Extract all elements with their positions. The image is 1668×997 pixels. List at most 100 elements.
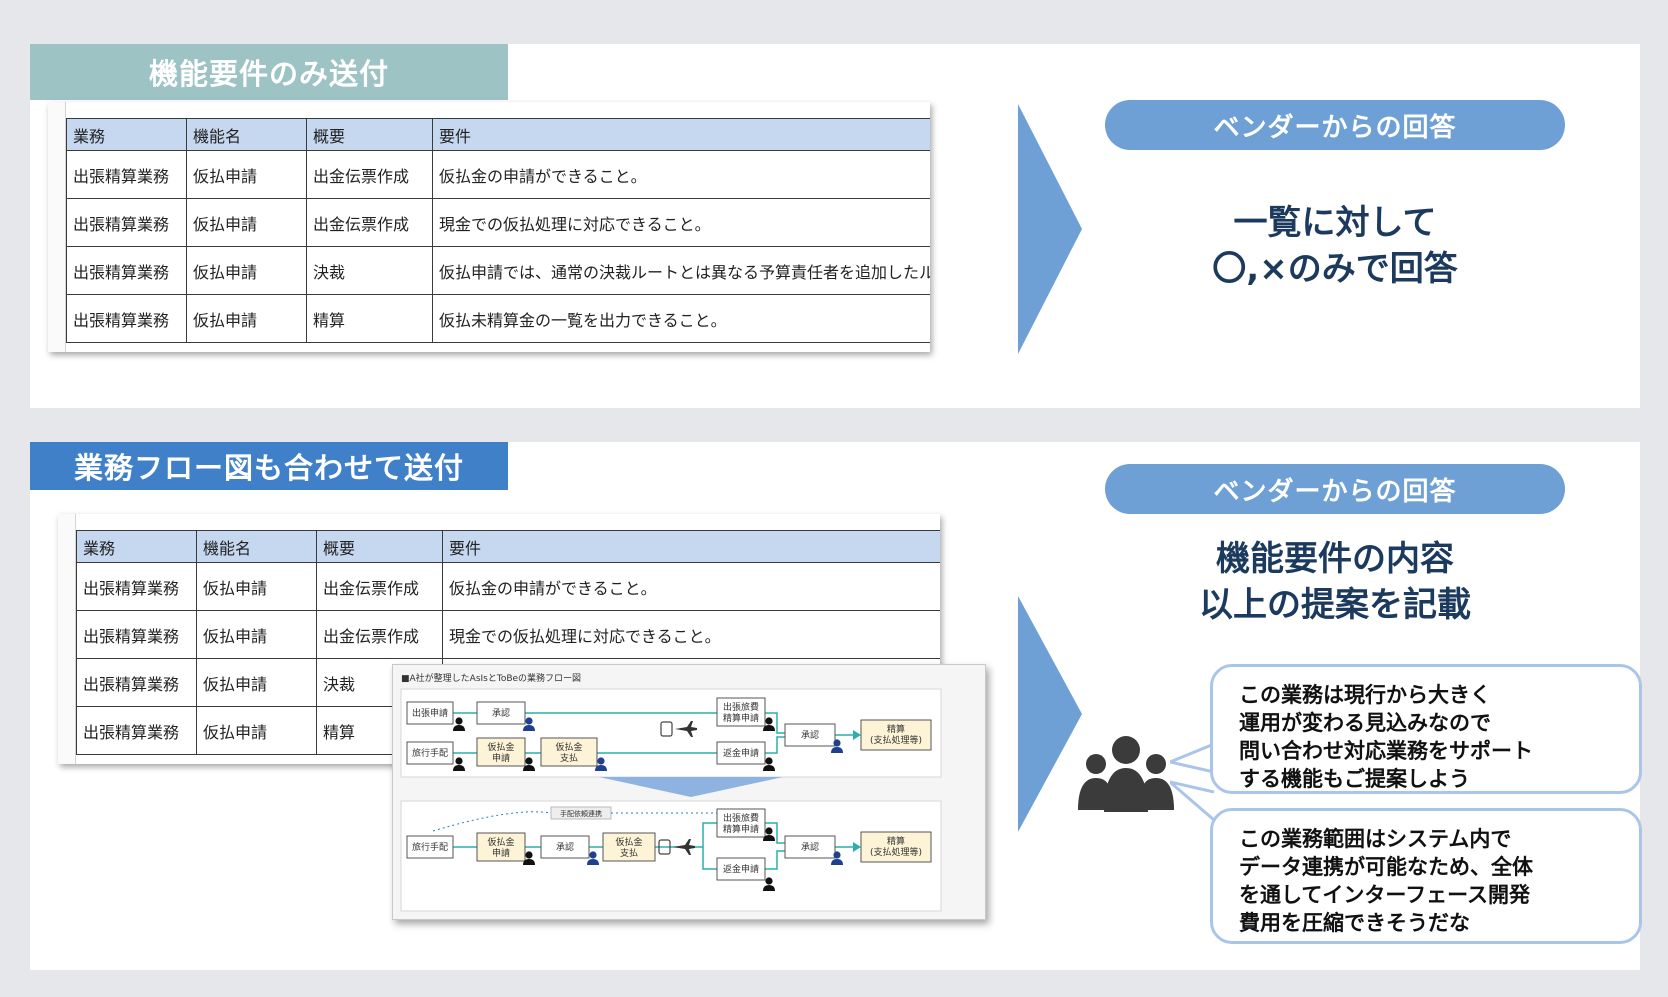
table-row: 出張精算業務 仮払申請 出金伝票作成 現金での仮払処理に対応できること。 [66,198,930,247]
table-cell: 精算 [306,294,433,343]
table-cell: 出張精算業務 [76,706,197,755]
table-cell: 出張精算業務 [76,562,197,611]
table-cell: 仮払申請 [186,150,307,199]
asis-node-label: 旅行手配 [412,747,448,759]
table-row: 出張精算業務 仮払申請 出金伝票作成 現金での仮払処理に対応できること。 [76,610,940,659]
answer-line-2: 以上の提案を記載 [1199,585,1471,625]
asis-node-label: 承認 [492,707,510,719]
table-cell: 出張精算業務 [66,294,187,343]
table-cell: 出張精算業務 [66,150,187,199]
table-row: 出張精算業務 仮払申請 出金伝票作成 仮払金の申請ができること。 [76,562,940,611]
flow-title: ■A社が整理したAsIsとToBeの業務フロー図 [401,674,582,684]
asis-node-label: 返金申請 [723,747,759,759]
header-function-name: 機能名 [186,118,307,151]
header-business: 業務 [66,118,187,151]
asis-node-label: 支払 [560,752,578,764]
section-label-top: 機能要件のみ送付 [30,44,508,100]
table-cell: 出張精算業務 [76,610,197,659]
tobe-node-label: 精算申請 [723,823,759,835]
table-cell: 出金伝票作成 [306,150,433,199]
table-cell: 出張精算業務 [76,658,197,707]
asis-node-label: (支払処理等) [870,734,922,746]
asis-node-label: 仮払金 [487,741,514,753]
answer-line-2: 〇,×のみで回答 [1212,249,1458,289]
table-cell: 現金での仮払処理に対応できること。 [442,610,940,659]
asis-nodes [406,697,932,767]
table-header-row: 業務 機能名 概要 要件 [66,118,930,151]
people-group-icon [1078,736,1174,812]
panel-with-business-flow: 業務フロー図も合わせて送付 業務 機能名 概要 要件 出張精算業務 仮払申請 出… [30,442,1642,970]
asis-arrowhead [853,730,861,740]
table-cell: 仮払申請 [196,610,317,659]
header-requirement: 要件 [442,530,940,563]
answer-line-1: 一覧に対して [1233,203,1437,243]
bubble-line: 運用が変わる見込みなので [1239,711,1491,735]
table-cell: 決裁 [306,246,433,295]
bubble-line: データ連携が可能なため、全体 [1239,855,1533,879]
tobe-node-label: 仮払金 [615,836,642,848]
flow-arrow-right-top [1018,104,1082,354]
table-cell: 仮払申請 [196,706,317,755]
table-cell: 仮払申請 [196,658,317,707]
answer-line-1: 機能要件の内容 [1216,539,1454,579]
bubble-line: この業務は現行から大きく [1239,683,1491,707]
tobe-node-label: 申請 [492,847,510,859]
table-row: 出張精算業務 仮払申請 出金伝票作成 仮払金の申請ができること。 [66,150,930,199]
table-cell: 仮払申請 [186,246,307,295]
table-cell: 出張精算業務 [66,198,187,247]
vendor-response-label-top: ベンダーからの回答 [1105,100,1565,150]
asis-node-label: 精算 [887,723,905,735]
bubble-line: する機能もご提案しよう [1239,767,1470,791]
table-cell: 仮払申請 [186,198,307,247]
table-cell: 出金伝票作成 [316,610,443,659]
luggage-icon [658,839,671,855]
header-summary: 概要 [316,530,443,563]
airplane-icon [660,721,697,737]
flow-canvas: 出張申請 承認 出張旅費 精算申請 承認 精算 (支払処理等) 旅行手配 仮払金… [400,688,942,912]
speech-bubble-2: この業務範囲はシステム内で データ連携が可能なため、全体 を通してインターフェー… [1210,808,1642,944]
table-cell: 仮払申請 [196,562,317,611]
table-cell: 仮払申請では、通常の決裁ルートとは異なる予算責任者を追加したル [432,246,930,295]
tobe-tag: 手配依頼連携 [560,809,602,818]
asis-node-label: 出張申請 [412,707,448,719]
table-cell: 出金伝票作成 [306,198,433,247]
bubble-line: この業務範囲はシステム内で [1239,827,1512,851]
vendor-answer-bottom: 機能要件の内容 以上の提案を記載 [1105,536,1565,628]
vendor-answer-top: 一覧に対して 〇,×のみで回答 [1105,200,1565,292]
tobe-arrowhead [853,842,861,852]
table-header-row: 業務 機能名 概要 要件 [76,530,940,563]
airplane-icon [658,839,695,855]
flow-arrow-right-bottom [1018,596,1082,832]
table-cell: 仮払金の申請ができること。 [442,562,940,611]
sheet-row-gutter [48,102,66,352]
tobe-dotted-link [432,811,717,832]
tobe-node-label: 承認 [556,841,574,853]
header-function-name: 機能名 [196,530,317,563]
business-flow-diagram: ■A社が整理したAsIsとToBeの業務フロー図 [392,664,986,920]
table-cell: 現金での仮払処理に対応できること。 [432,198,930,247]
tobe-labels: 旅行手配 仮払金 申請 承認 仮払金 支払 出張旅費 精算申請 承認 精算 (支… [412,812,922,875]
table-cell: 出張精算業務 [66,246,187,295]
tobe-node-label: 仮払金 [487,836,514,848]
sheet-row-gutter [58,514,76,764]
table-row: 出張精算業務 仮払申請 精算 仮払未精算金の一覧を出力できること。 [66,294,930,343]
tobe-node-label: 支払 [620,847,638,859]
vendor-response-label-bottom: ベンダーからの回答 [1105,464,1565,514]
header-business: 業務 [76,530,197,563]
asis-node-label: 申請 [492,752,510,764]
bubble-line: を通してインターフェース開発 [1239,883,1531,907]
luggage-icon [660,721,673,737]
tobe-node-label: 承認 [801,841,819,853]
requirements-sheet-top: 業務 機能名 概要 要件 出張精算業務 仮払申請 出金伝票作成 仮払金の申請がで… [48,102,930,352]
tobe-node-label: 出張旅費 [723,812,759,824]
header-requirement: 要件 [432,118,930,151]
tobe-node-label: 返金申請 [723,863,759,875]
speech-bubble-1: この業務は現行から大きく 運用が変わる見込みなので 問い合わせ対応業務をサポート… [1210,664,1642,794]
tobe-node-label: (支払処理等) [870,846,922,858]
tobe-nodes [406,808,932,881]
header-summary: 概要 [306,118,433,151]
requirements-table-top: 業務 機能名 概要 要件 出張精算業務 仮払申請 出金伝票作成 仮払金の申請がで… [66,118,930,343]
table-cell: 出金伝票作成 [316,562,443,611]
tobe-node-label: 旅行手配 [412,841,448,853]
table-row: 出張精算業務 仮払申請 決裁 仮払申請では、通常の決裁ルートとは異なる予算責任者… [66,246,930,295]
